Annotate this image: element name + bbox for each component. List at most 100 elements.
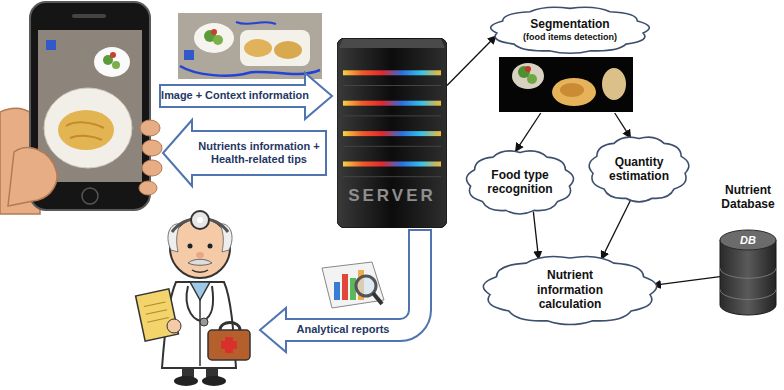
doctor-cartoon	[147, 318, 169, 323]
hand-with-phone	[94, 47, 130, 77]
flow-arrow	[601, 200, 630, 259]
doctor-cartoon	[136, 211, 250, 386]
block-arrow-to-server	[160, 73, 332, 119]
meal-photo	[274, 41, 302, 59]
block-arrow-to-phone	[163, 120, 326, 186]
doctor-cartoon	[174, 376, 198, 386]
doctor-cartoon	[199, 300, 201, 366]
server-top	[339, 39, 445, 48]
node-text: Nutrient Database	[716, 183, 780, 212]
hand-with-phone	[70, 136, 102, 140]
cloud-outline	[483, 256, 656, 324]
cloud-outline	[491, 7, 650, 53]
meal-photo	[178, 13, 322, 79]
text-holder: DB	[720, 233, 776, 247]
text-holder: Segmentation(food items detection)	[507, 17, 634, 42]
hand-with-phone	[8, 148, 57, 206]
doctor-cartoon	[197, 217, 203, 223]
doctor-cartoon	[188, 259, 212, 265]
hand-with-phone	[139, 181, 157, 195]
arrow-label: Nutrients information + Health-related t…	[191, 140, 327, 166]
hand-with-phone	[38, 30, 142, 182]
node-text: Quantity estimation	[599, 155, 679, 184]
cloud-outline	[589, 137, 689, 202]
hand-with-phone	[82, 188, 98, 204]
text-holder: Nutrient information calculation	[523, 268, 617, 311]
server-tower: SERVER	[337, 38, 447, 228]
report-chart-icon	[373, 293, 382, 304]
segmented-food-image	[552, 78, 596, 106]
report-chart-icon	[322, 262, 384, 308]
doctor-cartoon	[146, 310, 168, 315]
hand-with-phone	[140, 120, 160, 136]
meal-photo	[194, 23, 234, 53]
meal-photo	[213, 35, 223, 45]
database-cylinder: Nutrient DatabaseDB	[716, 183, 780, 315]
meal-photo	[244, 39, 272, 57]
doctor-cartoon	[167, 319, 181, 333]
server-light-stripe	[343, 162, 441, 167]
server-light-stripe	[343, 131, 441, 136]
flow-arrow	[615, 113, 631, 138]
node-text: (food items detection)	[507, 32, 634, 43]
report-chart-icon	[322, 262, 384, 308]
text-holder: Nutrient Database	[716, 183, 780, 212]
text-holder: Quantity estimation	[599, 155, 679, 184]
doctor-cartoon	[220, 323, 240, 331]
segmented-food-image	[512, 63, 544, 89]
doctor-cartoon	[208, 244, 213, 249]
server-groove	[343, 146, 441, 147]
doctor-cartoon	[192, 270, 208, 272]
process-cloud: Food type recognition	[462, 145, 578, 219]
node-text: Segmentation	[507, 17, 634, 31]
block-arrow-to-server	[160, 73, 332, 119]
process-cloud: Quantity estimation	[585, 131, 693, 207]
hand-with-phone	[0, 2, 162, 214]
hand-with-phone	[142, 160, 162, 176]
process-cloud: Segmentation(food items detection)	[484, 3, 656, 113]
text-holder: SERVER	[337, 186, 447, 206]
doctor-cartoon	[202, 376, 226, 386]
curved-block-arrow-to-doctor	[260, 230, 431, 352]
cloud-outline	[467, 151, 574, 214]
arrow-label: Image + Context information	[161, 89, 309, 102]
arrow-label: Analytical reports	[297, 323, 390, 336]
curved-block-arrow-to-doctor	[260, 230, 431, 352]
report-chart-icon	[334, 282, 340, 300]
hand-with-phone	[110, 52, 116, 58]
meal-photo	[178, 13, 322, 79]
doctor-cartoon	[208, 330, 250, 360]
text-holder: Food type recognition	[477, 168, 563, 197]
doctor-cartoon	[200, 318, 208, 326]
database-ring	[720, 289, 776, 299]
doctor-cartoon	[188, 244, 193, 249]
flow-arrow	[516, 113, 541, 151]
database-body	[720, 240, 776, 315]
server-light-stripe	[343, 101, 441, 106]
server-groove	[343, 176, 441, 177]
doctor-cartoon	[191, 211, 209, 229]
doctor-cartoon	[187, 286, 213, 321]
flow-arrow	[447, 36, 496, 86]
server-light-stripe	[343, 70, 441, 75]
segmented-food-image	[499, 57, 633, 112]
doctor-cartoon	[221, 341, 237, 349]
meal-photo	[211, 29, 217, 35]
database-top	[720, 230, 776, 250]
server-groove	[343, 115, 441, 116]
node-text: Food type recognition	[477, 168, 563, 197]
meal-photo	[180, 66, 320, 76]
process-cloud: Nutrient information calculation	[476, 250, 664, 330]
meal-photo	[236, 22, 276, 24]
segmented-food-image	[560, 83, 584, 97]
server-groove	[343, 85, 441, 86]
hand-with-phone	[46, 40, 56, 50]
block-arrow-to-phone	[163, 120, 326, 186]
node-text: SERVER	[337, 186, 447, 206]
hand-with-phone	[44, 88, 132, 168]
segmented-food-image	[602, 68, 626, 100]
doctor-cartoon	[144, 302, 166, 307]
hand-with-phone	[142, 140, 162, 156]
